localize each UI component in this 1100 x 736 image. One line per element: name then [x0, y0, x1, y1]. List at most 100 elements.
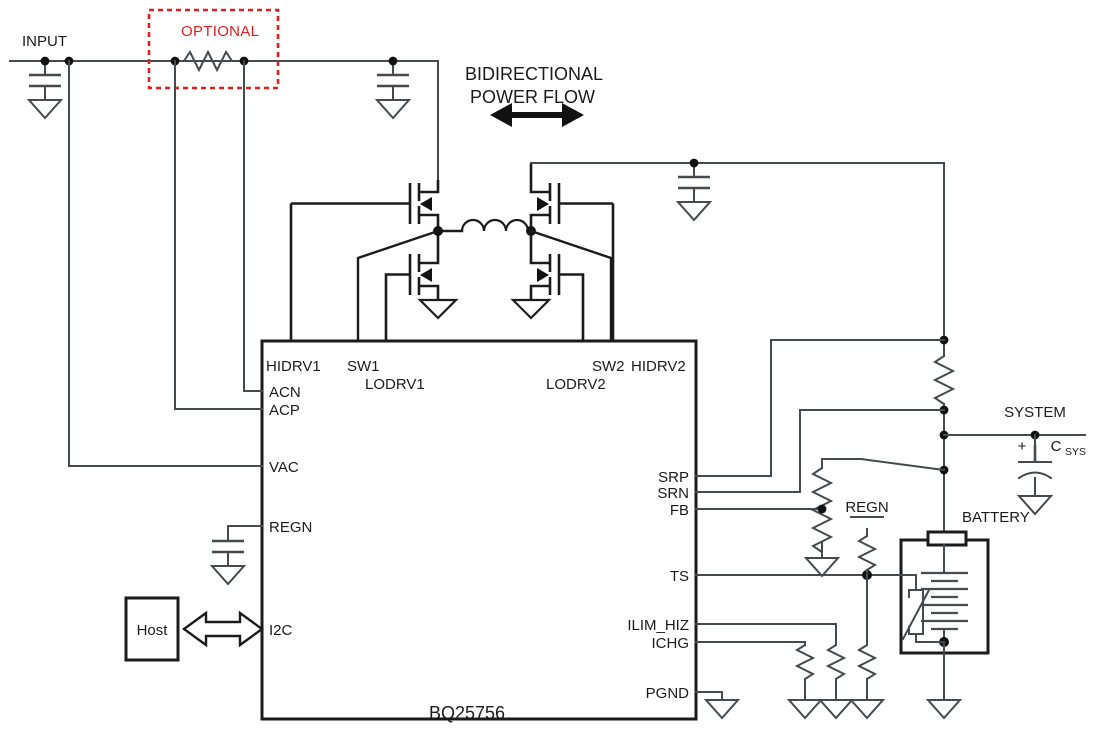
- ground-symbol-ilim: [817, 699, 855, 720]
- ground-symbol-csys: [1016, 495, 1054, 516]
- ilim-hiz-resistor: [825, 644, 847, 680]
- pin-label-ilim-hiz: ILIM_HIZ: [627, 617, 689, 634]
- ts-network-group: [695, 516, 886, 720]
- ground-symbol-ts: [848, 699, 886, 720]
- ls2-source: [529, 284, 550, 300]
- battery-terminal-cap: [926, 530, 968, 547]
- regn-cap-group: [209, 525, 263, 586]
- ls2-gate-lead: [559, 273, 585, 341]
- current-sense-resistor: [932, 355, 956, 405]
- power-flow-annotation: [490, 103, 584, 127]
- text-labels: INPUT OPTIONAL BIDIRECTIONAL POWER FLOW …: [22, 23, 1086, 723]
- mosfet-hs2: [529, 163, 615, 341]
- srp-sense-wire: [695, 339, 945, 477]
- ls1-body-diode: [420, 268, 432, 282]
- ground-symbol-ichg: [786, 699, 824, 720]
- ground-symbol-cin: [26, 99, 64, 120]
- mosfet-hs1: [289, 180, 440, 341]
- label-regn-external: REGN: [845, 499, 888, 516]
- ground-symbol-ls1: [417, 298, 459, 320]
- label-optional: OPTIONAL: [181, 23, 259, 40]
- pgnd-wire: [695, 691, 723, 701]
- pin-label-ts: TS: [670, 568, 689, 585]
- pin-label-hidrv1: HIDRV1: [266, 358, 321, 375]
- csys-plate-bottom-curve: [1017, 471, 1053, 480]
- ground-symbol-cbus: [374, 99, 412, 120]
- junction-dot: [689, 158, 699, 168]
- pin-label-acn: ACN: [269, 384, 301, 401]
- hs2-body-diode: [537, 197, 549, 211]
- pin-label-hidrv2: HIDRV2: [631, 358, 686, 375]
- pin-label-sw1: SW1: [347, 358, 380, 375]
- hs2-drain: [529, 163, 550, 194]
- vac-sense-wire: [68, 60, 263, 467]
- ground-symbol-regn: [209, 565, 247, 586]
- ichg-wire: [695, 641, 806, 646]
- thermistor-top-lead: [866, 574, 917, 591]
- ground-symbol-ls2: [510, 298, 552, 320]
- i2c-bidirectional-arrow-icon: [181, 610, 265, 648]
- acn-sense-wire: [243, 60, 263, 392]
- label-system: SYSTEM: [1004, 404, 1066, 421]
- pin-label-acp: ACP: [269, 402, 300, 419]
- pin-label-ichg: ICHG: [652, 635, 690, 652]
- pin-stubs: [247, 390, 263, 527]
- input-series-resistor: [183, 49, 233, 73]
- ground-symbol-cvsys: [675, 201, 713, 222]
- ichg-resistor: [794, 644, 816, 680]
- label-csys-polarity: +: [1018, 438, 1027, 455]
- mosfet-ls2: [510, 231, 585, 341]
- label-power-flow-line2: POWER FLOW: [470, 87, 595, 107]
- hs1-body-diode: [420, 197, 432, 211]
- bidirectional-arrow-icon: [490, 103, 584, 127]
- label-input: INPUT: [22, 33, 67, 50]
- mosfet-ls1: [384, 231, 459, 341]
- acp-sense-wire: [174, 60, 263, 410]
- ls1-gate-lead: [384, 273, 410, 341]
- label-host: Host: [137, 622, 169, 639]
- hs1-drain: [419, 180, 440, 194]
- regn-cap-lead: [227, 525, 263, 541]
- junction-dot: [817, 504, 827, 514]
- pin-label-lodrv2: LODRV2: [546, 376, 606, 393]
- junction-dot: [40, 56, 50, 66]
- config-resistors-group: [695, 623, 855, 720]
- ic-part-number-label: BQ25756: [429, 703, 505, 723]
- power-bridge-group: [289, 158, 945, 343]
- fb-divider-group: [695, 458, 841, 578]
- host-group[interactable]: [124, 596, 265, 662]
- sense-and-battery-group: [695, 335, 1086, 720]
- pin-label-srn: SRN: [657, 485, 689, 502]
- junction-dot: [388, 56, 398, 66]
- thermistor-body: [908, 589, 924, 635]
- ground-symbol-battery: [925, 699, 963, 720]
- thermistor-variable-slash: [901, 588, 931, 641]
- ilim-hiz-wire: [695, 623, 837, 646]
- power-inductor: [460, 218, 530, 232]
- ts-divider-resistor: [856, 644, 878, 680]
- label-csys: C: [1051, 438, 1062, 455]
- ls1-drain: [419, 231, 440, 265]
- ls2-body-diode: [537, 268, 549, 282]
- battery-switch-wire: [821, 458, 946, 472]
- label-battery: BATTERY: [962, 509, 1030, 526]
- hs2-source: [529, 213, 550, 231]
- sw1-node-to-pin: [356, 229, 440, 343]
- hs1-source: [419, 213, 440, 231]
- ground-symbol-pgnd: [703, 699, 741, 720]
- pin-label-fb: FB: [670, 502, 689, 519]
- ls2-drain: [529, 231, 550, 265]
- ground-symbol-fb: [803, 557, 841, 578]
- pin-label-regn: REGN: [269, 519, 312, 536]
- ic-body-bq25756[interactable]: [260, 339, 698, 721]
- sw2-node-to-pin: [529, 229, 613, 343]
- label-csys-subscript: SYS: [1065, 446, 1086, 458]
- optional-region-box: [147, 8, 280, 90]
- regn-pullup-resistor: [856, 535, 878, 571]
- pin-label-srp: SRP: [658, 469, 689, 486]
- pin-label-sw2: SW2: [592, 358, 625, 375]
- pin-label-pgnd: PGND: [646, 685, 690, 702]
- host-block[interactable]: [124, 596, 180, 662]
